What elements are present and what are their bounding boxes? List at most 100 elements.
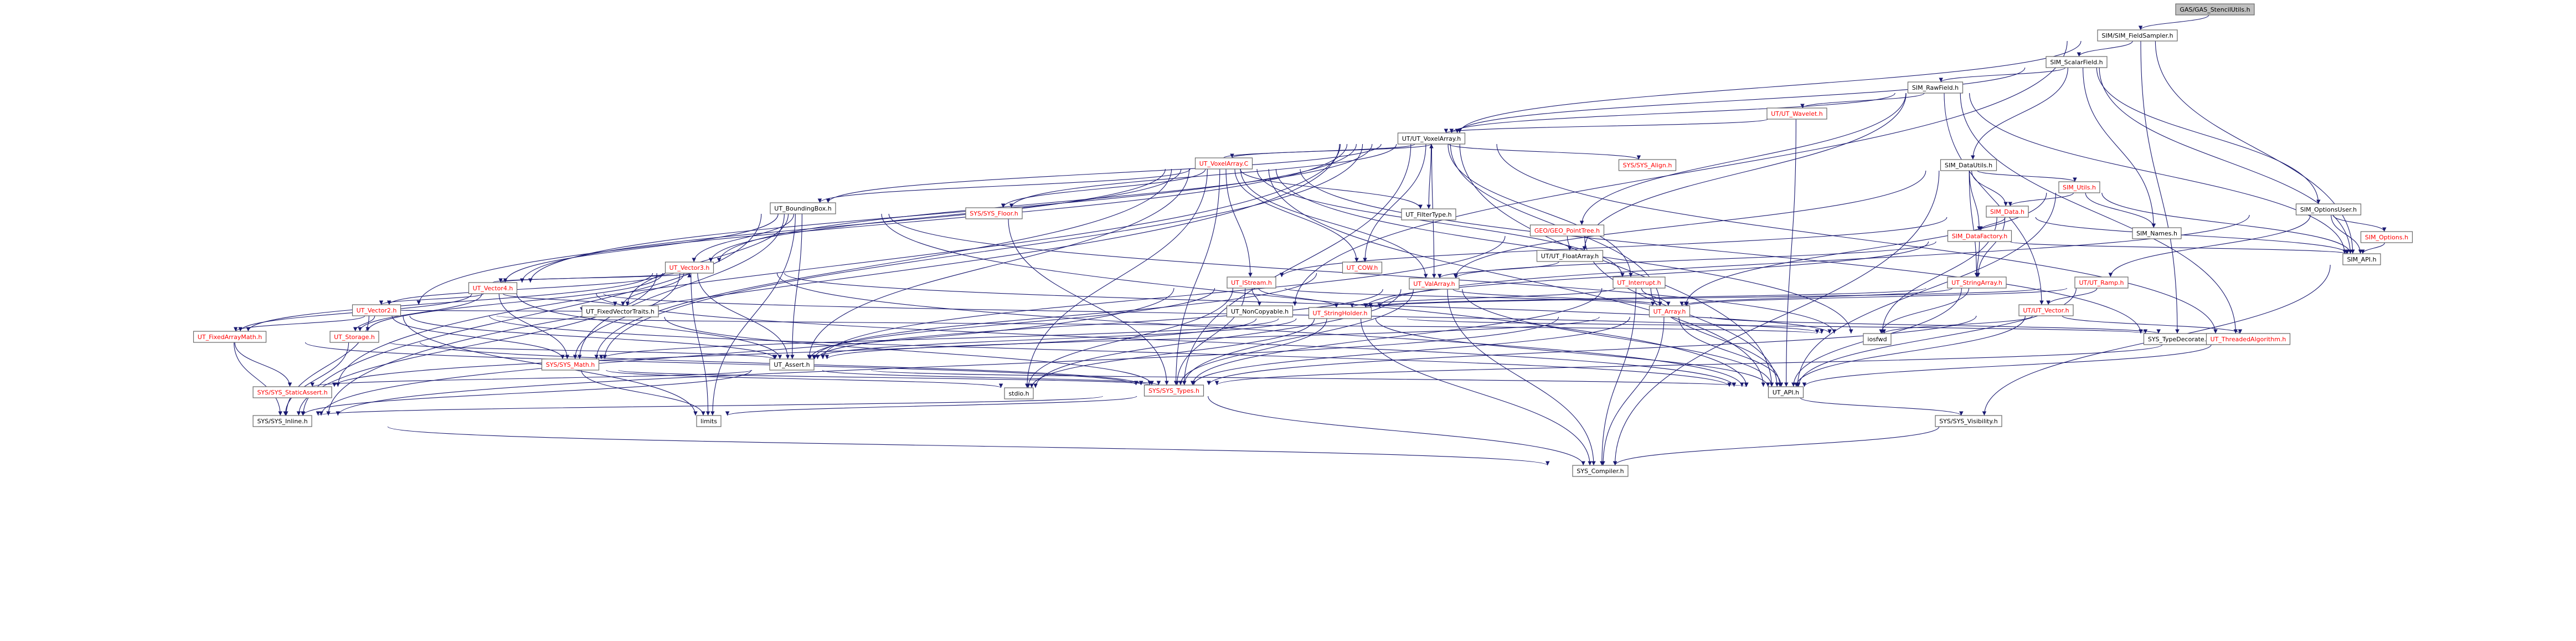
node-sys-align[interactable]: SYS/SYS_Align.h (1618, 159, 1677, 171)
node-sim-data[interactable]: SIM_Data.h (1986, 206, 2029, 218)
node-voxel-array-h[interactable]: UT/UT_VoxelArray.h (1397, 132, 1466, 145)
edge-ut-vector3-to-iosfwd (784, 273, 1832, 334)
edge-voxel-array-h-to-sys-math (602, 143, 1363, 360)
node-sim-utils[interactable]: SIM_Utils.h (2058, 181, 2100, 193)
node-scalar-field[interactable]: SIM_ScalarField.h (2046, 56, 2108, 68)
edge-string-holder-to-sys-types (1178, 318, 1327, 386)
node-box (2058, 181, 2100, 193)
node-float-array[interactable]: UT/UT_FloatArray.h (1536, 250, 1604, 262)
node-box (2018, 304, 2074, 316)
node-ut-vector3[interactable]: UT_Vector3.h (664, 261, 714, 274)
node-root[interactable]: GAS/GAS_StencilUtils.h (2175, 3, 2255, 16)
node-sys-visibility[interactable]: SYS/SYS_Visibility.h (1935, 415, 2002, 427)
node-val-array[interactable]: UT_ValArray.h (1409, 278, 1460, 290)
node-bounding-box[interactable]: UT_BoundingBox.h (770, 202, 836, 214)
node-box (253, 386, 332, 398)
edge-voxel-array-c-to-sys-math (594, 168, 1172, 360)
node-sim-names[interactable]: SIM_Names.h (2132, 227, 2182, 239)
node-box (1529, 224, 1605, 237)
node-filter-type[interactable]: UT_FilterType.h (1401, 208, 1456, 220)
edge-voxel-array-c-to-voxel-array-h (1223, 143, 1434, 158)
node-label: SYS/SYS_Floor.h (970, 210, 1018, 217)
edge-fixed-vector-traits-to-sys-types (664, 316, 1154, 386)
node-data-utils[interactable]: SIM_DataUtils.h (1940, 159, 1997, 171)
node-box (965, 207, 1023, 219)
edge-voxel-array-c-to-sys-types (1173, 168, 1220, 386)
edge-voxel-array-c-to-ut-vector4 (520, 168, 1166, 283)
edge-fixed-array-math-to-sys-types (305, 342, 1138, 386)
node-ut-array[interactable]: UT_Array.h (1648, 305, 1691, 317)
edge-data-factory-to-string-array (1975, 241, 1980, 278)
edge-raw-field-to-threaded-algorithm (1960, 93, 2238, 334)
node-voxel-array-c[interactable]: UT_VoxelArray.C (1194, 157, 1253, 170)
node-box (1536, 250, 1604, 262)
node-options-user[interactable]: SIM_OptionsUser.h (2295, 203, 2362, 216)
edge-ut-array-to-sys-inline (336, 316, 1559, 416)
edge-sim-utils-to-ut-api (1795, 192, 2057, 387)
node-sys-types[interactable]: SYS/SYS_Types.h (1143, 384, 1204, 397)
edge-ut-assert-to-ut-api (871, 370, 1748, 387)
node-fixed-vector-traits[interactable]: UT_FixedVectorTraits.h (581, 305, 659, 317)
node-box (1004, 387, 1034, 399)
node-ut-vector2[interactable]: UT_Vector2.h (352, 304, 401, 316)
edge-ut-vector2-to-sys-math (391, 315, 565, 360)
edge-ut-vector4-to-ut-api (596, 293, 1737, 387)
node-box (1986, 206, 2029, 218)
node-raw-field[interactable]: SIM_RawField.h (1907, 81, 1964, 94)
node-ut-vector4[interactable]: UT_Vector4.h (468, 282, 518, 294)
edge-options-user-to-ut-ramp (2108, 214, 2311, 278)
node-ut-interrupt[interactable]: UT_Interrupt.h (1612, 276, 1666, 289)
node-field-sampler[interactable]: SIM/SIM_FieldSampler.h (2097, 29, 2178, 42)
node-sim-api[interactable]: SIM_API.h (2342, 253, 2381, 265)
node-string-holder[interactable]: UT_StringHolder.h (1308, 307, 1372, 319)
node-ut-ramp[interactable]: UT/UT_Ramp.h (2074, 276, 2129, 289)
edge-ut-vector4-to-iosfwd (603, 293, 1824, 334)
edge-sys-types-to-limits (725, 396, 1137, 416)
node-label: SYS/SYS_Visibility.h (1939, 418, 1998, 425)
node-ut-api[interactable]: UT_API.h (1768, 386, 1804, 398)
node-iosfwd[interactable]: iosfwd (1863, 333, 1892, 345)
edge-voxel-array-h-to-sys-align (1448, 143, 1641, 160)
node-box (2295, 203, 2362, 216)
node-limits[interactable]: limits (696, 415, 722, 427)
edge-ut-ramp-to-string-holder (1368, 288, 2041, 308)
node-label: UT_FilterType.h (1405, 211, 1451, 218)
node-non-copyable[interactable]: UT_NonCopyable.h (1226, 305, 1294, 317)
edge-sim-utils-to-sim-names (2085, 192, 2156, 228)
edge-sys-types-to-sys-compiler (1208, 396, 1585, 466)
node-box (1618, 159, 1677, 171)
node-data-factory[interactable]: SIM_DataFactory.h (1947, 230, 2012, 242)
node-ut-vector-h[interactable]: UT/UT_Vector.h (2018, 304, 2074, 316)
node-ut-storage[interactable]: UT_Storage.h (329, 331, 379, 343)
edge-ut-vector2-to-ut-assert (409, 315, 777, 360)
edge-ut-interrupt-to-sys-compiler (1599, 288, 1636, 466)
edge-raw-field-to-wavelet (1800, 93, 1925, 109)
node-string-array[interactable]: UT_StringArray.h (1947, 276, 2007, 289)
node-fixed-array-math[interactable]: UT_FixedArrayMath.h (193, 331, 267, 343)
node-sys-math[interactable]: SYS/SYS_Math.h (541, 358, 600, 371)
edge-ut-assert-to-sys-types (822, 370, 1161, 386)
node-sys-inline[interactable]: SYS/SYS_Inline.h (253, 415, 312, 427)
node-label: SYS/SYS_Align.h (1623, 162, 1672, 169)
node-ut-cow[interactable]: UT_COW.h (1342, 261, 1383, 274)
node-box (1226, 305, 1294, 317)
node-wavelet[interactable]: UT/UT_Wavelet.h (1766, 107, 1827, 120)
node-label: UT_Assert.h (774, 361, 810, 368)
node-sys-compiler[interactable]: SYS_Compiler.h (1572, 465, 1629, 477)
node-threaded-algorithm[interactable]: UT_ThreadedAlgorithm.h (2206, 333, 2291, 345)
node-label: UT_NonCopyable.h (1231, 308, 1289, 315)
node-static-assert[interactable]: SYS/SYS_StaticAssert.h (253, 386, 332, 398)
node-ut-istream[interactable]: UT_IStream.h (1227, 276, 1276, 289)
node-type-decorate[interactable]: SYS_TypeDecorate.h (2143, 333, 2215, 345)
node-stdio[interactable]: stdio.h (1004, 387, 1034, 399)
edge-string-holder-to-ut-api (1375, 318, 1770, 387)
node-box (2097, 29, 2178, 42)
edge-ut-array-to-sys-types (1192, 316, 1630, 386)
edge-data-utils-to-val-array (1453, 170, 1926, 279)
node-label: UT/UT_Ramp.h (2079, 279, 2124, 286)
node-sys-floor[interactable]: SYS/SYS_Floor.h (965, 207, 1023, 219)
node-sim-options[interactable]: SIM_Options.h (2360, 231, 2413, 243)
node-point-tree[interactable]: GEO/GEO_PointTree.h (1529, 224, 1605, 237)
node-ut-assert[interactable]: UT_Assert.h (769, 358, 815, 371)
edge-ut-array-to-type-decorate (1710, 316, 2161, 334)
